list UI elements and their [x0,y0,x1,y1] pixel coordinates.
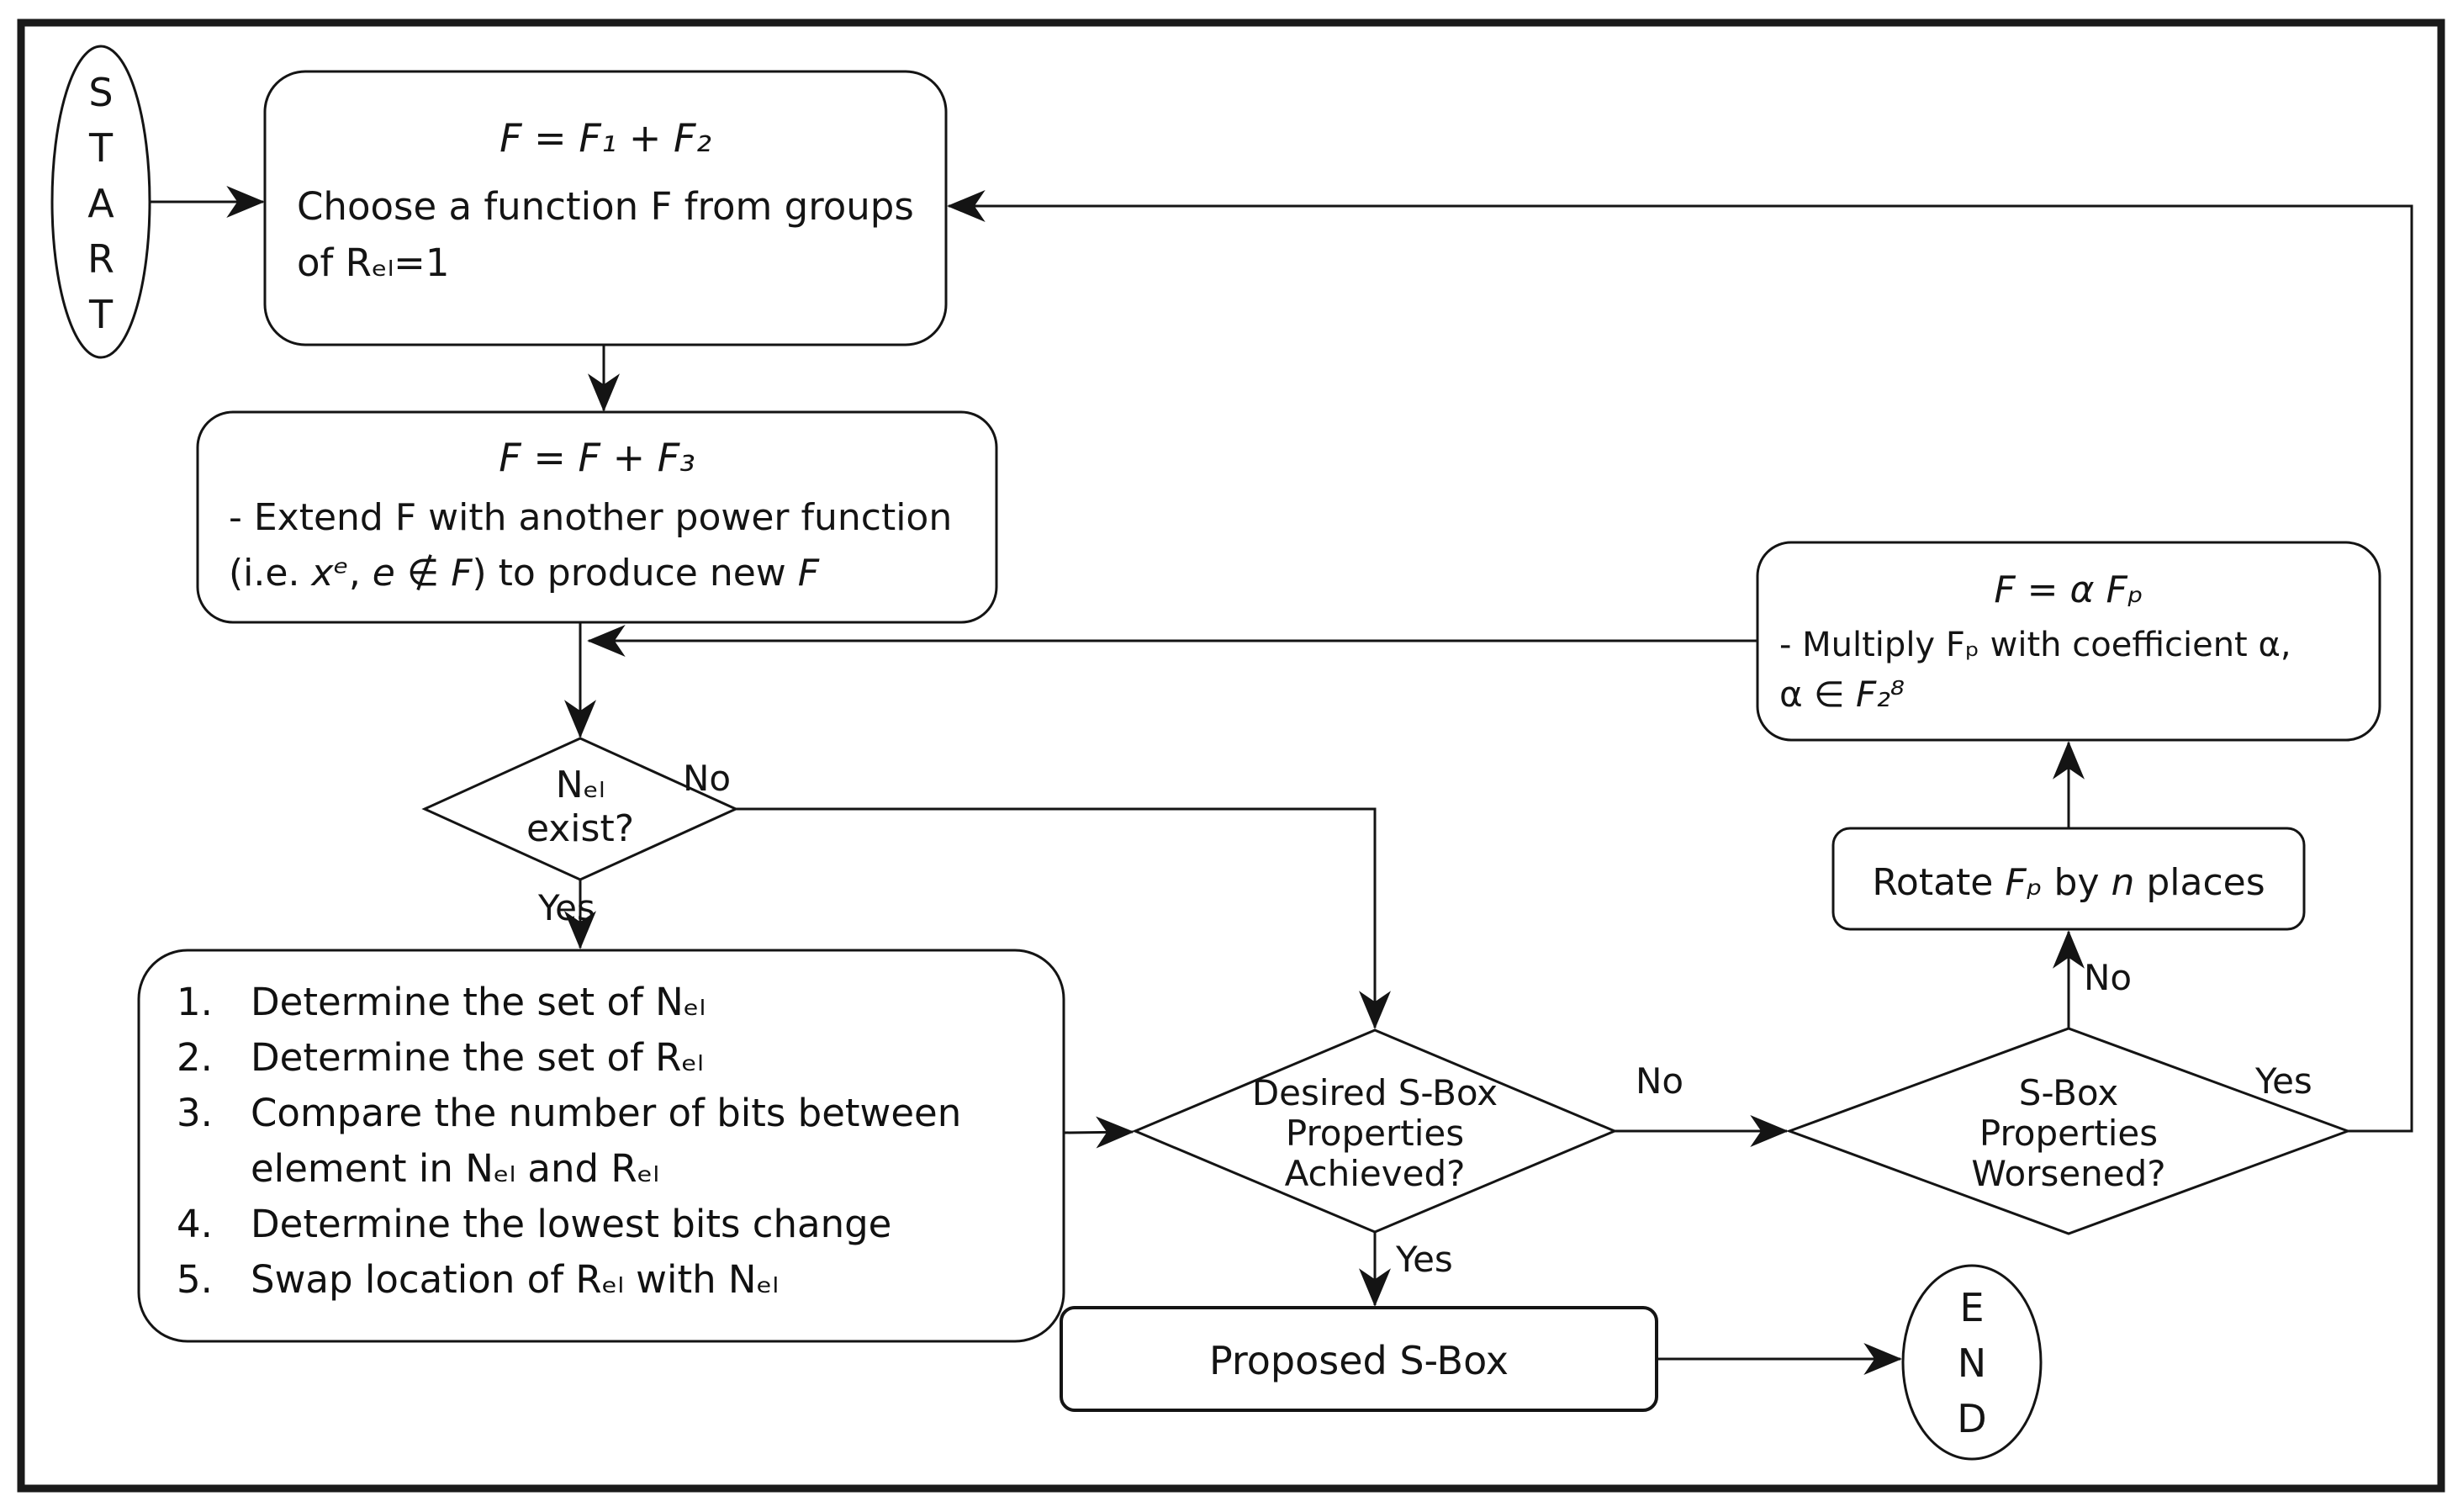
arrow-worsened-yes-to-box1 [947,190,2413,1133]
alpha-line2-part-italic: F₂⁸ [1855,674,1905,715]
box2-line2-part-italic: F [797,552,820,595]
rotate-box-label: Rotate Fₚ by n places [1833,858,2304,907]
alpha-box-line2: α ∈ F₂⁸ [1779,671,1905,719]
rotate-part: places [2134,861,2265,904]
arrow-nel-no-to-desired [736,807,1391,1029]
alpha-line2-part: α ∈ [1779,674,1856,715]
box2-formula: F = F + F₃ [499,435,695,480]
box1-line1: Choose a function F from groups [297,184,914,229]
list-item-text: Determine the set of Rₑₗ [251,1035,704,1080]
alpha-box-line1: - Multiply Fₚ with coefficient α, [1779,626,2291,664]
box2-line2-part: ) to produce new [472,552,798,595]
end-terminal-label: E N D [1957,1285,1987,1441]
list-item-text: Determine the lowest bits change [251,1202,892,1246]
nel-diamond-label: Nₑₗ exist? [526,764,635,850]
box2-line2-part-italic: F [451,552,473,595]
list-item-number: 5. [177,1257,213,1302]
list-item: 1. Determine the set of Nₑₗ [177,975,1051,1030]
worsened-diamond-label: S-Box Properties Worsened? [1971,1072,2166,1194]
box2-line2-part: ∉ [394,552,452,595]
outer-border [17,19,2445,1493]
list-item-number: 1. [177,980,213,1024]
list-item: 3. Compare the number of bits between el… [177,1086,1051,1197]
box2-line2-part: (i.e. [229,552,312,595]
rotate-part: Rotate [1872,861,2006,904]
desired-diamond-label: Desired S-Box Properties Achieved? [1251,1072,1498,1194]
alpha-box-shape [1756,541,2381,742]
list-item-number: 2. [177,1035,213,1080]
rotate-part-italic: n [2111,861,2135,904]
box1-line2: of Rₑₗ=1 [297,241,450,285]
list-item: 2. Determine the set of Rₑₗ [177,1030,1051,1086]
end-oval-shape [1901,1264,2043,1461]
rotate-part: by [2042,861,2112,904]
nel-no-edge-label: No [683,758,732,799]
list-item-text: Compare the number of bits between eleme… [251,1091,962,1191]
alpha-box-formula: F = α Fₚ [1994,568,2143,611]
list-item-text: Determine the set of Nₑₗ [251,980,706,1024]
desired-no-edge-label: No [1636,1060,1684,1102]
list-item-number: 3. [177,1091,213,1135]
desired-yes-edge-label: Yes [1396,1239,1453,1280]
start-terminal-label: S T A R T [87,70,114,337]
steps-box-shape [137,949,1065,1343]
box1-shape [263,70,948,346]
list-item-text: Swap location of Rₑₗ with Nₑₗ [251,1257,779,1302]
rotate-part-italic: Fₚ [2005,861,2043,904]
box1-formula: F = F₁ + F₂ [499,115,711,161]
arrow-steps-to-desired [1063,1116,1134,1149]
proposed-box-label: Proposed S-Box [1208,1338,1509,1383]
box2-line2-part-italic: e [372,552,395,595]
steps-list: 1. Determine the set of Nₑₗ 2. Determine… [177,975,1051,1308]
list-item: 4. Determine the lowest bits change [177,1197,1051,1252]
box2-line1: - Extend F with another power function [229,496,953,539]
box2-line2: (i.e. xᵉ, e ∉ F) to produce new F [229,548,819,598]
box2-line2-part-italic: xᵉ [311,552,349,595]
worsened-yes-edge-label: Yes [2255,1060,2312,1102]
list-item: 5. Swap location of Rₑₗ with Nₑₗ [177,1252,1051,1308]
box2-shape [196,410,998,624]
box2-line2-part: , [348,552,373,595]
worsened-no-edge-label: No [2084,957,2133,998]
list-item-number: 4. [177,1202,213,1246]
nel-yes-edge-label: Yes [538,887,595,928]
